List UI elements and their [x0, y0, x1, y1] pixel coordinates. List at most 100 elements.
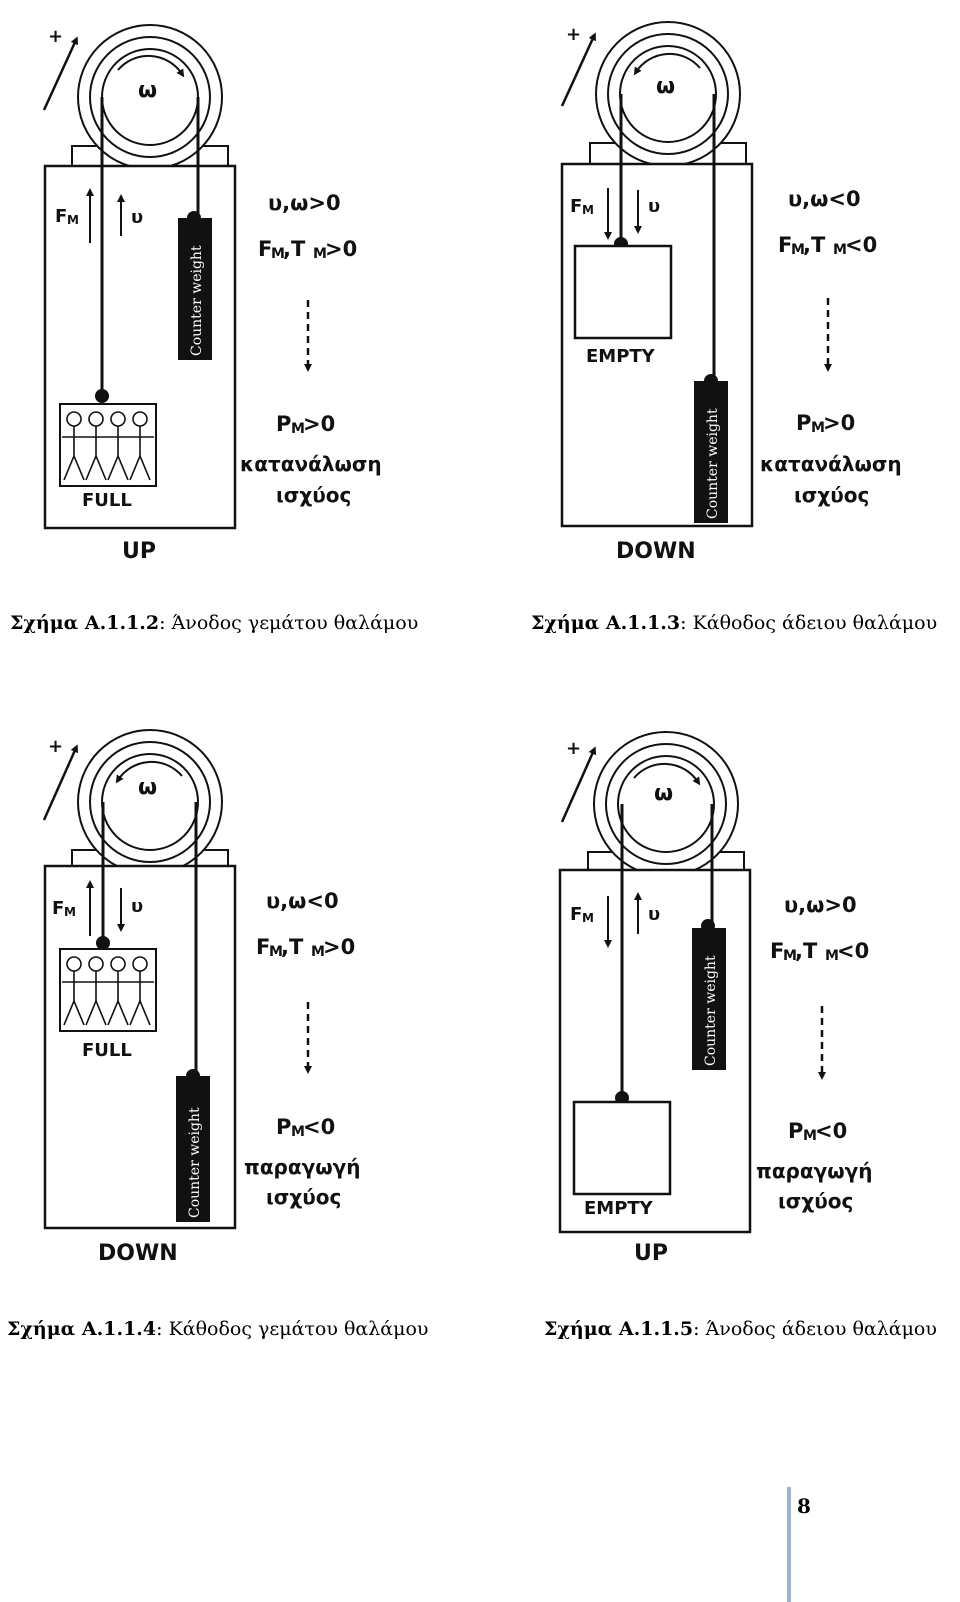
counterweight-block [692, 928, 726, 1070]
caption-figure-3: Σχήμα Α.1.1.3: Κάθοδος άδειου θαλάμου [531, 612, 937, 634]
force-label: F [52, 898, 64, 919]
figure-3: + ω Counter weight F M υ FULL DOWN υ,ω<0… [42, 729, 360, 1266]
plus-sign: + [566, 24, 581, 45]
caption-figure-4: Σχήμα Α.1.1.4: Κάθοδος γεμάτου θαλάμου [7, 1318, 428, 1340]
caption-number: Σχήμα Α.1.1.3 [531, 612, 681, 634]
condition-force-a: F [256, 935, 270, 959]
power-text-1: παραγωγή [756, 1159, 872, 1183]
velocity-label: υ [131, 207, 143, 228]
direction-label: UP [634, 1241, 668, 1266]
omega-rotation-arrow-icon [633, 762, 701, 786]
condition-force-c: <0 [837, 939, 869, 963]
power-text-2: ισχύος [794, 483, 869, 507]
passengers-icon [62, 411, 154, 481]
velocity-label: υ [648, 196, 660, 217]
force-sub: M [582, 911, 594, 925]
caption-text: : Άνοδος άδειου θαλάμου [693, 1318, 937, 1340]
plus-sign: + [566, 738, 581, 759]
condition-force-b: ,T [795, 939, 818, 963]
counterweight-label: Counter weight [187, 1107, 203, 1218]
cabin-empty [573, 244, 673, 340]
velocity-label: υ [648, 904, 660, 925]
passengers-icon [62, 956, 154, 1026]
condition-force-sub1: M [271, 246, 285, 262]
power-sub: M [803, 1128, 817, 1144]
sheave-outer [77, 729, 223, 875]
condition-force-c: <0 [845, 233, 877, 257]
counterweight-label: Counter weight [703, 955, 719, 1066]
power-text-1: κατανάλωση [760, 452, 902, 476]
sheave-middle [89, 741, 211, 863]
condition-force-c: >0 [325, 237, 357, 261]
force-label: F [570, 196, 582, 217]
omega-rotation-arrow-icon [117, 54, 185, 78]
power-text-2: ισχύος [266, 1185, 341, 1209]
omega-rotation-arrow-icon [115, 760, 183, 784]
power-a: P [796, 411, 811, 435]
power-b: <0 [815, 1119, 847, 1143]
force-sub: M [64, 905, 76, 919]
condition-force-a: F [770, 939, 784, 963]
power-a: P [788, 1119, 803, 1143]
sheave-middle [607, 33, 729, 155]
plus-arrow-icon [42, 744, 79, 821]
page-number: 8 [797, 1494, 811, 1518]
condition-force-sub2: M [313, 246, 327, 262]
direction-label: DOWN [98, 1241, 178, 1266]
caption-number: Σχήμα Α.1.1.2 [10, 612, 160, 634]
cabin-hook [96, 936, 110, 950]
caption-number: Σχήμα Α.1.1.4 [7, 1318, 157, 1340]
page-number-bar [787, 1487, 791, 1602]
condition-force-sub2: M [825, 948, 839, 964]
figure-4: + ω Counter weight F M υ EMPTY UP υ,ω>0 … [558, 731, 872, 1266]
power-text-1: κατανάλωση [240, 452, 382, 476]
sheave-inner [617, 755, 715, 853]
condition-force-a: F [258, 237, 272, 261]
condition-force-sub2: M [311, 944, 325, 960]
force-label: F [570, 904, 582, 925]
power-a: P [276, 412, 291, 436]
condition-force-sub2: M [833, 242, 847, 258]
force-label: F [55, 206, 67, 227]
force-sub: M [582, 203, 594, 217]
cabin-empty [572, 1100, 672, 1196]
condition-force-a: F [778, 233, 792, 257]
power-b: <0 [303, 1115, 335, 1139]
plus-arrow-icon [560, 32, 596, 107]
plus-arrow-icon [560, 746, 597, 823]
counterweight-label: Counter weight [705, 408, 721, 519]
omega-label: ω [138, 78, 157, 103]
cabin-state-label: FULL [82, 1040, 132, 1061]
cabin-hook [95, 389, 109, 403]
direction-label: UP [122, 539, 156, 564]
power-text-2: ισχύος [778, 1189, 853, 1213]
counterweight-block [176, 1076, 210, 1222]
cabin-state-label: EMPTY [584, 1198, 654, 1219]
plus-sign: + [48, 736, 63, 757]
caption-text: : Κάθοδος άδειου θαλάμου [680, 612, 938, 634]
power-sub: M [291, 1124, 305, 1140]
power-b: >0 [303, 412, 335, 436]
power-a: P [276, 1115, 291, 1139]
direction-label: DOWN [616, 539, 696, 564]
condition-force-b: ,T [283, 237, 306, 261]
condition-force-b: ,T [281, 935, 304, 959]
plus-arrow-icon [42, 36, 78, 111]
omega-label: ω [138, 775, 157, 800]
counterweight-block [178, 218, 212, 360]
power-sub: M [811, 420, 825, 436]
cabin-state-label: EMPTY [586, 346, 656, 367]
power-b: >0 [823, 411, 855, 435]
condition-force-sub1: M [783, 948, 797, 964]
condition-velocity: υ,ω>0 [268, 191, 341, 215]
counterweight-block [694, 381, 728, 523]
power-sub: M [291, 421, 305, 437]
condition-velocity: υ,ω<0 [788, 187, 861, 211]
force-sub: M [67, 213, 79, 227]
condition-velocity: υ,ω>0 [784, 893, 857, 917]
figure-2: + ω Counter weight F M υ EMPTY DOWN υ,ω<… [560, 21, 902, 564]
figure-1: + ω Counter weight F M υ FULL [42, 24, 382, 564]
condition-velocity: υ,ω<0 [266, 889, 339, 913]
omega-label: ω [654, 781, 673, 806]
caption-figure-5: Σχήμα Α.1.1.5: Άνοδος άδειου θαλάμου [544, 1318, 937, 1340]
